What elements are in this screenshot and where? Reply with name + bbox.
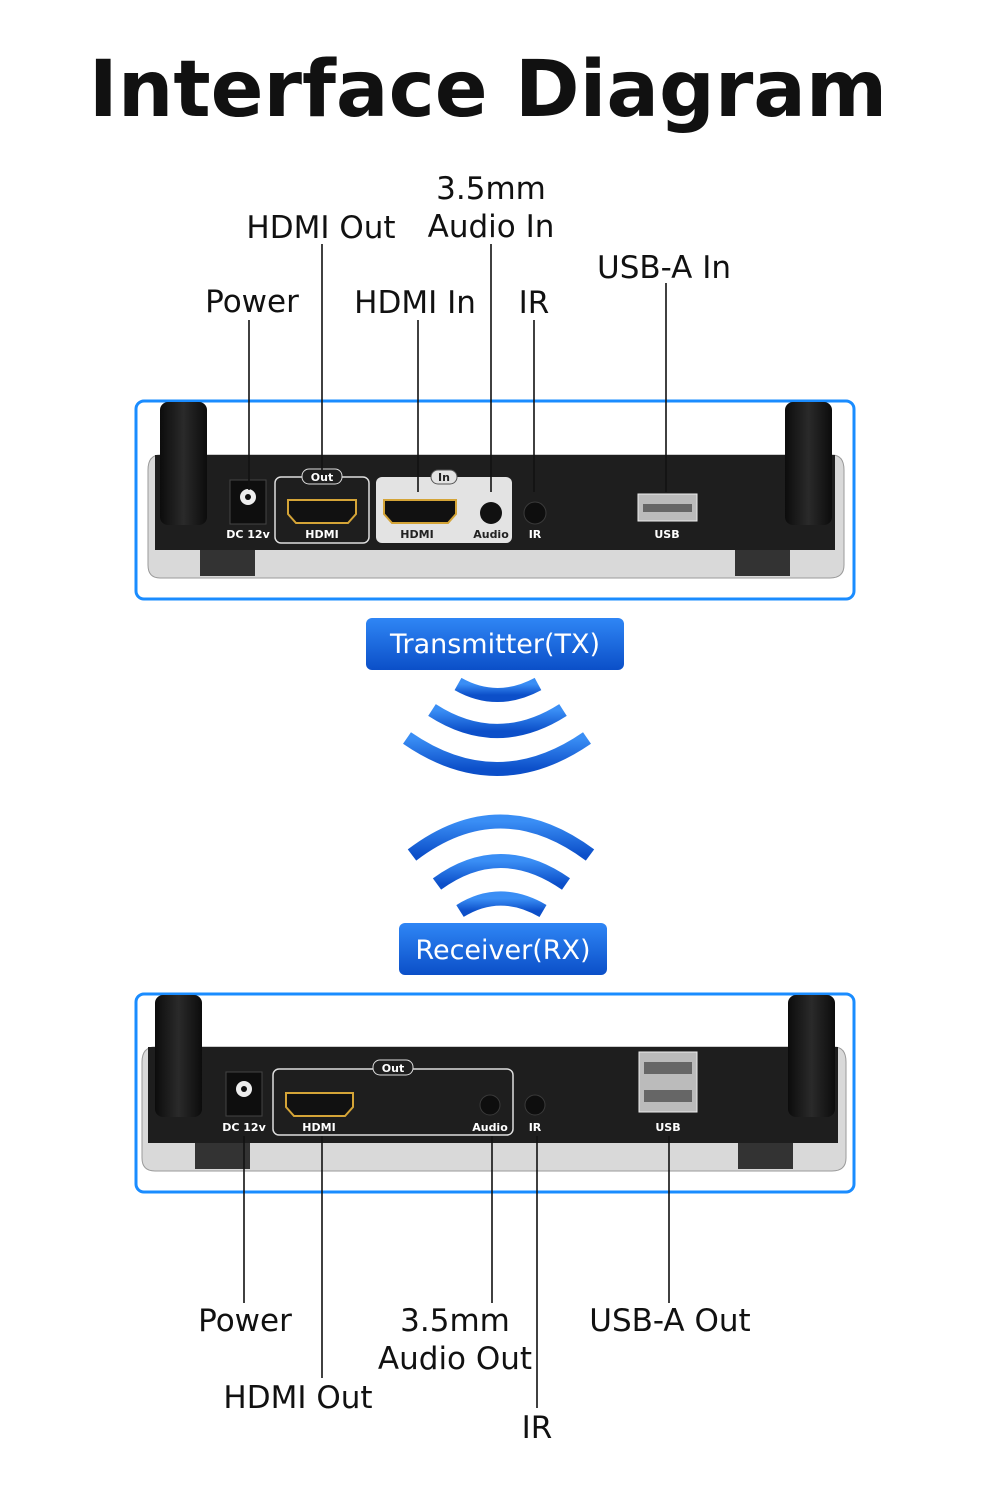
tx-audio-label-line1: 3.5mm <box>436 171 546 207</box>
receiver-badge: Receiver(RX) <box>399 923 607 975</box>
rx-hdmi-port <box>285 1092 354 1117</box>
rx-labels: Power 3.5mm Audio Out USB-A Out HDMI Out… <box>198 1303 751 1446</box>
tx-usb-port-label: USB <box>654 528 679 541</box>
tx-audio-jack <box>480 502 502 524</box>
rx-power-label: Power <box>198 1303 292 1339</box>
tx-usb-label: USB-A In <box>597 250 731 286</box>
rx-audio-jack <box>479 1094 501 1116</box>
rx-audio-port-label: Audio <box>472 1121 508 1134</box>
rx-usb-port-label: USB <box>655 1121 680 1134</box>
rx-usb-port <box>638 1051 698 1113</box>
tx-in-tag: In <box>438 471 450 484</box>
rx-audio-label-line2: Audio Out <box>378 1341 532 1377</box>
tx-leader-lines <box>248 244 667 492</box>
tx-power-label: Power <box>205 284 299 320</box>
rx-usb-label: USB-A Out <box>589 1303 750 1339</box>
tx-antenna-left <box>160 402 207 525</box>
rx-leader-lines <box>243 1136 670 1408</box>
rx-audio-label-line1: 3.5mm <box>400 1303 510 1339</box>
tx-hdmi-in-label: HDMI In <box>354 285 476 321</box>
tx-out-tag: Out <box>311 471 333 484</box>
page-title: Interface Diagram <box>89 45 887 135</box>
transmitter-badge: Transmitter(TX) <box>366 618 624 670</box>
tx-hdmi-out-label: HDMI Out <box>246 210 395 246</box>
tx-labels: 3.5mm Audio In HDMI Out Power HDMI In IR… <box>205 171 731 321</box>
rx-hdmi-out-label: HDMI Out <box>223 1380 372 1416</box>
receiver-device: DC 12v Out HDMI Audio IR USB <box>141 995 847 1172</box>
tx-dc-port-label: DC 12v <box>226 528 270 541</box>
tx-audio-port-label: Audio <box>473 528 509 541</box>
tx-hdmi-in-port-label: HDMI <box>400 528 433 541</box>
transmitter-device: DC 12v Out HDMI In HDMI Audio IR USB <box>147 402 845 579</box>
rx-antenna-right <box>788 995 835 1117</box>
rx-ir-jack <box>524 1094 546 1116</box>
signal-waves-icon <box>403 677 595 918</box>
tx-frame <box>134 399 856 601</box>
tx-hdmi-in-port <box>383 499 457 524</box>
tx-hdmi-out-port <box>287 499 357 524</box>
tx-ir-port-label: IR <box>529 528 542 541</box>
rx-antenna-left <box>155 995 202 1117</box>
rx-hdmi-port-label: HDMI <box>302 1121 335 1134</box>
rx-out-tag: Out <box>382 1062 404 1075</box>
tx-hdmi-out-port-label: HDMI <box>305 528 338 541</box>
tx-audio-label-line2: Audio In <box>428 209 555 245</box>
tx-ir-jack <box>523 501 547 525</box>
rx-ir-port-label: IR <box>529 1121 542 1134</box>
rx-ir-label: IR <box>522 1410 553 1446</box>
receiver-badge-label: Receiver(RX) <box>415 935 590 966</box>
rx-dc-port-label: DC 12v <box>222 1121 266 1134</box>
rx-frame <box>134 992 856 1194</box>
tx-ir-label: IR <box>519 285 550 321</box>
tx-antenna-right <box>785 402 832 525</box>
transmitter-badge-label: Transmitter(TX) <box>389 629 600 660</box>
